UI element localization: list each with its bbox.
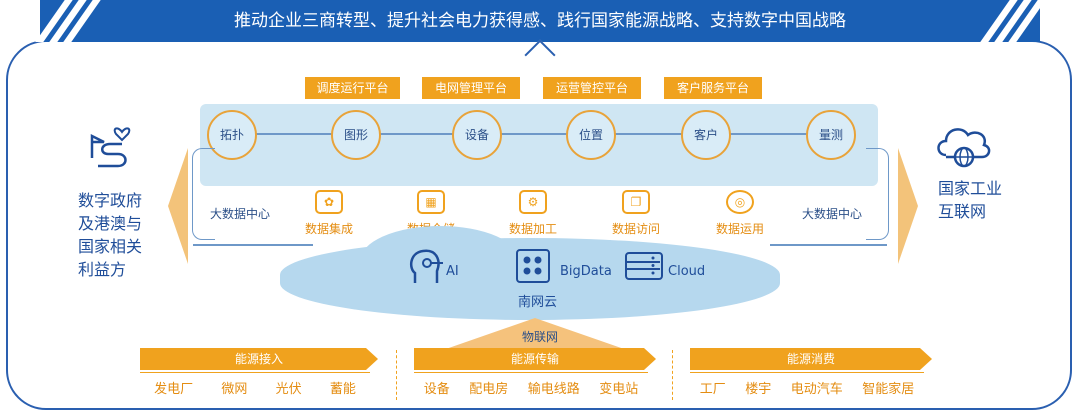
ai-label: AI xyxy=(446,264,459,279)
right-bracket xyxy=(866,148,889,240)
list-item: 微网 xyxy=(221,381,248,397)
energy-consumption-items: 工厂 楼宇 电动汽车 智能家居 xyxy=(690,372,924,401)
left-label-1: 数字政府 xyxy=(78,191,143,210)
banner-title: 推动企业三商转型、提升社会电力获得感、践行国家能源战略、支持数字中国战略 xyxy=(234,11,846,31)
platform-operations: 运营管控平台 xyxy=(543,77,641,99)
list-item: 电动汽车 xyxy=(790,381,843,397)
process-access: ❐ 数据访问 xyxy=(601,190,671,237)
list-item: 蓄能 xyxy=(329,381,356,397)
energy-consumption-bar: 能源消费 xyxy=(690,348,932,370)
energy-access-bar: 能源接入 xyxy=(140,348,378,370)
process-label: 数据运用 xyxy=(715,222,764,236)
node-chain-line xyxy=(225,133,850,135)
connector-right xyxy=(770,244,887,246)
process-processing: ⚙ 数据加工 xyxy=(498,190,568,237)
integration-icon: ✿ xyxy=(315,190,343,214)
left-label-3: 国家相关 xyxy=(78,237,143,256)
cloud-label: Cloud xyxy=(668,264,706,279)
platform-grid-management: 电网管理平台 xyxy=(422,77,520,99)
process-integration: ✿ 数据集成 xyxy=(294,190,364,237)
list-item: 楼宇 xyxy=(745,381,772,397)
node-equipment: 设备 xyxy=(452,110,502,160)
server-icon xyxy=(625,252,663,280)
list-item: 变电站 xyxy=(599,381,639,397)
process-label: 数据访问 xyxy=(611,222,660,236)
divider xyxy=(396,350,398,400)
connector-left xyxy=(193,244,313,246)
application-icon: ◎ xyxy=(726,190,754,214)
process-application: ◎ 数据运用 xyxy=(705,190,775,237)
government-icon xyxy=(88,118,136,170)
node-topology: 拓扑 xyxy=(207,110,257,160)
list-item: 光伏 xyxy=(275,381,302,397)
node-location: 位置 xyxy=(566,110,616,160)
list-item: 输电线路 xyxy=(527,381,580,397)
top-banner xyxy=(35,0,1046,42)
node-measurement: 量测 xyxy=(806,110,856,160)
list-item: 配电房 xyxy=(469,381,509,397)
industrial-internet-icon xyxy=(932,115,996,171)
energy-access-items: 发电厂 微网 光伏 蓄能 xyxy=(140,372,370,401)
process-label: 数据加工 xyxy=(508,222,557,236)
right-label-2: 互联网 xyxy=(938,202,987,221)
node-graphics: 图形 xyxy=(331,110,381,160)
left-label-2: 及港澳与 xyxy=(78,214,143,233)
left-bracket xyxy=(192,148,215,240)
node-customer: 客户 xyxy=(681,110,731,160)
bigdata-label: BigData xyxy=(560,264,612,279)
process-label: 数据集成 xyxy=(304,222,353,236)
cloud-name: 南网云 xyxy=(518,295,558,310)
list-item: 发电厂 xyxy=(154,381,194,397)
big-data-center-right: 大数据中心 xyxy=(802,207,863,221)
processing-icon: ⚙ xyxy=(519,190,547,214)
list-item: 工厂 xyxy=(699,381,726,397)
ai-icon xyxy=(407,247,447,285)
energy-transmission-items: 设备 配电房 输电线路 变电站 xyxy=(414,372,648,401)
access-icon: ❐ xyxy=(622,190,650,214)
list-item: 设备 xyxy=(423,381,450,397)
iot-label: 物联网 xyxy=(521,330,558,344)
platform-dispatch: 调度运行平台 xyxy=(305,77,400,99)
energy-transmission-bar: 能源传输 xyxy=(414,348,656,370)
bigdata-icon xyxy=(516,249,550,283)
divider xyxy=(672,350,674,400)
big-data-center-left: 大数据中心 xyxy=(210,207,271,221)
left-label-4: 利益方 xyxy=(78,260,127,279)
platform-customer-service: 客户服务平台 xyxy=(664,77,762,99)
list-item: 智能家居 xyxy=(862,381,915,397)
data-model-band xyxy=(200,104,878,186)
storage-icon: ▦ xyxy=(417,190,445,214)
right-label-1: 国家工业 xyxy=(938,179,1003,198)
